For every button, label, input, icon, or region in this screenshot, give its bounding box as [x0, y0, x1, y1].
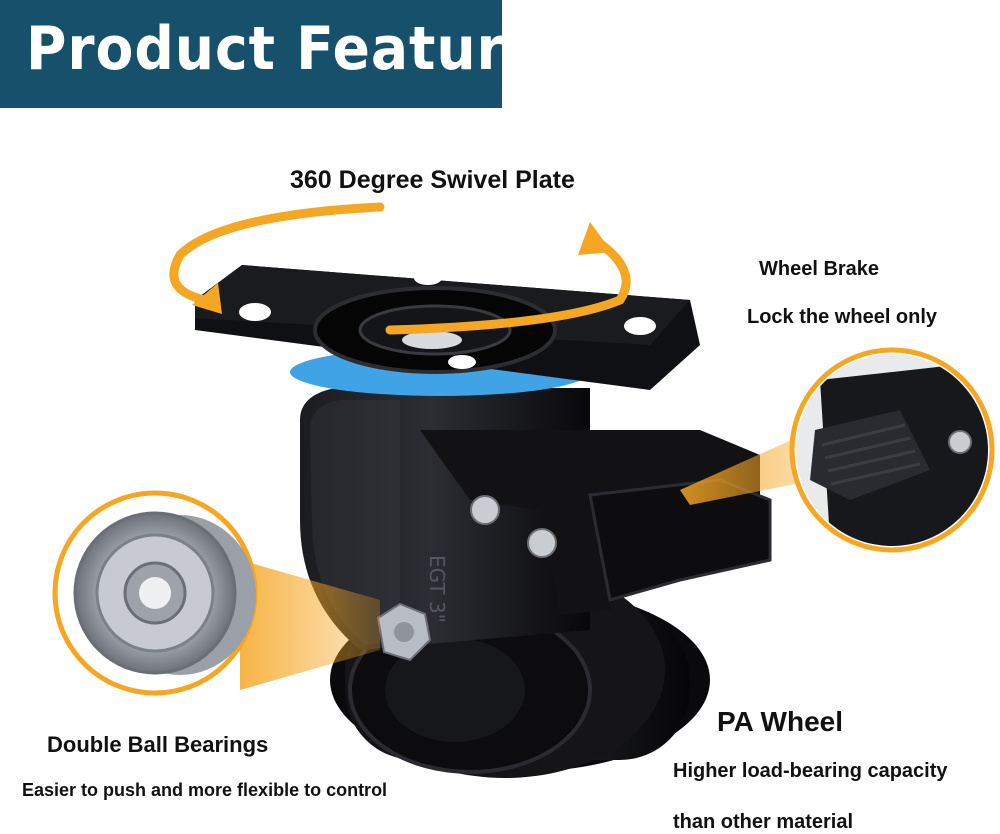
pa-wheel-label: PA Wheel	[717, 706, 844, 737]
brake-bracket	[420, 430, 772, 615]
wheel-brake-description: Lock the wheel only	[747, 306, 938, 328]
page-title: Product Features	[26, 14, 577, 84]
header-banner: Product Features	[0, 0, 576, 108]
pa-wheel-description-line2: than other material	[673, 811, 854, 833]
housing-marking: EGT 3"	[425, 555, 449, 623]
rotation-arrow-icon	[169, 202, 631, 335]
bearing-callout-bubble	[52, 490, 258, 696]
bearing-callout-beam	[240, 560, 380, 690]
ball-bearings-description: Easier to push and more flexible to cont…	[22, 780, 388, 800]
ball-bearings-label: Double Ball Bearings	[47, 732, 269, 757]
swivel-plate-label: 360 Degree Swivel Plate	[290, 166, 575, 194]
axle-nut	[376, 602, 432, 662]
callout-bubble-icon	[789, 347, 995, 553]
pa-wheel-description-line1: Higher load-bearing capacity	[673, 760, 948, 782]
wheel-brake-label: Wheel Brake	[759, 258, 880, 280]
